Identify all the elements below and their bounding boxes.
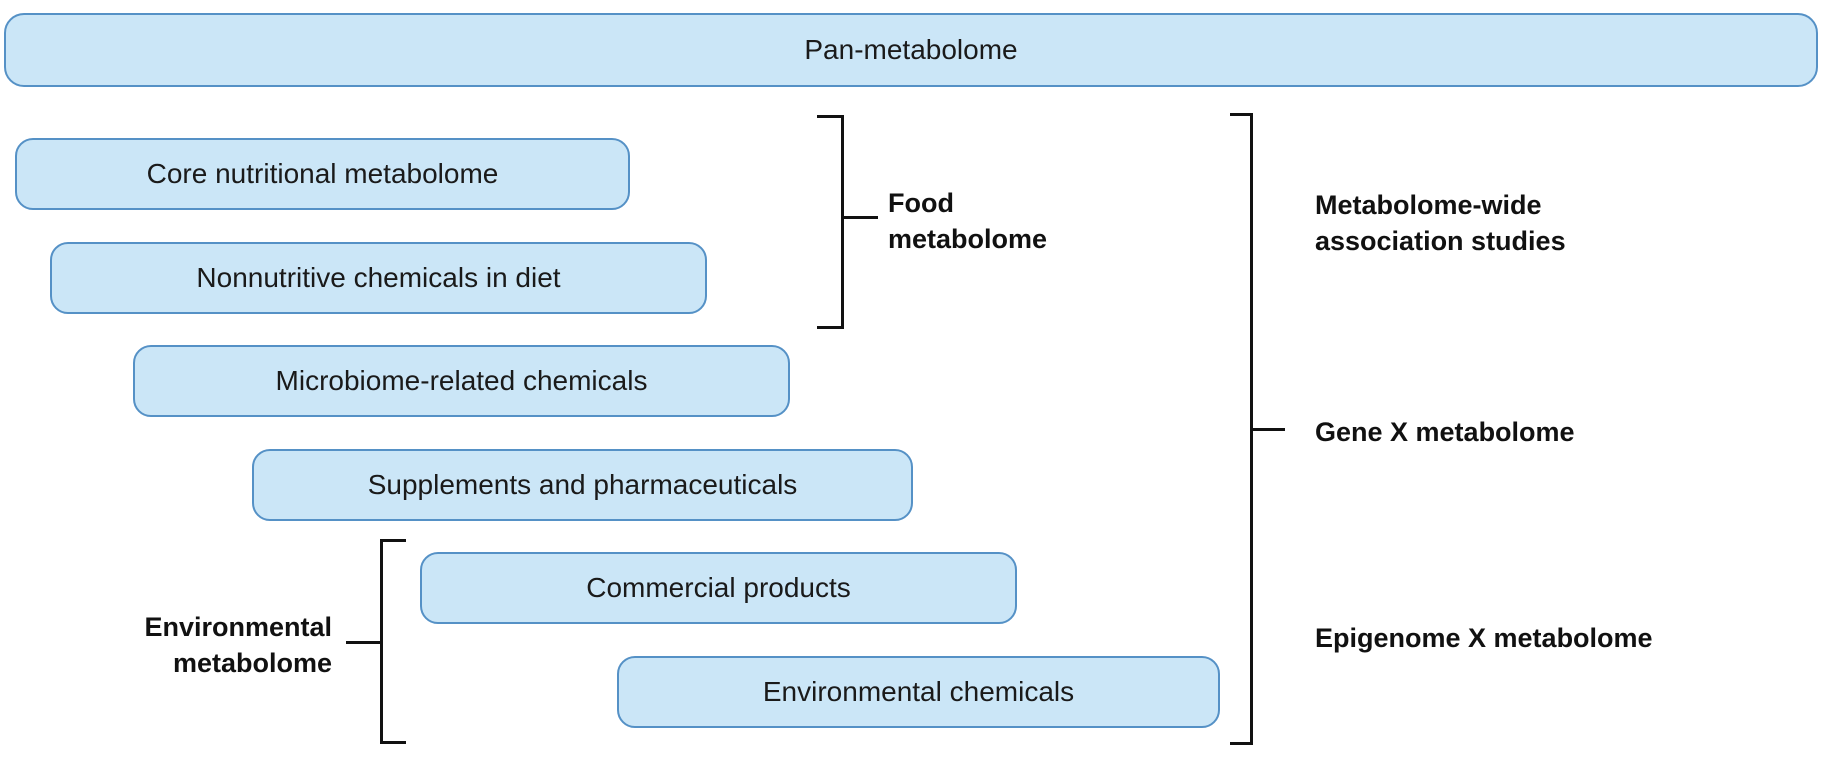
food-bracket-top-tick xyxy=(817,115,844,118)
box-commercial-products: Commercial products xyxy=(420,552,1017,624)
food-bracket-bottom-tick xyxy=(817,326,844,329)
box-pan-metabolome: Pan-metabolome xyxy=(4,13,1818,87)
food-bracket-vertical-line xyxy=(841,115,844,329)
environmental-metabolome-label: Environmental metabolome xyxy=(144,612,332,678)
studies-bracket-middle-tick xyxy=(1250,428,1285,431)
environmental-bracket-top-tick xyxy=(380,539,406,542)
box-core-nutritional-metabolome: Core nutritional metabolome xyxy=(15,138,630,210)
food-metabolome-label: Food metabolome xyxy=(888,188,1048,254)
food-bracket-label-tick xyxy=(841,216,878,219)
gene-x-metabolome-label: Gene X metabolome xyxy=(1315,417,1575,447)
environmental-bracket-label-tick xyxy=(346,641,383,644)
studies-bracket-bottom-tick xyxy=(1230,742,1253,745)
studies-bracket-top-tick xyxy=(1230,113,1253,116)
box-microbiome-related-chemicals: Microbiome-related chemicals xyxy=(133,345,790,417)
box-environmental-chemicals: Environmental chemicals xyxy=(617,656,1220,728)
box-nonnutritive-chemicals-in-diet: Nonnutritive chemicals in diet xyxy=(50,242,707,314)
environmental-bracket-bottom-tick xyxy=(380,741,406,744)
box-supplements-and-pharmaceuticals: Supplements and pharmaceuticals xyxy=(252,449,913,521)
epigenome-x-metabolome-label: Epigenome X metabolome xyxy=(1315,623,1653,653)
metabolome-wide-association-studies-label: Metabolome-wide association studies xyxy=(1315,190,1566,256)
